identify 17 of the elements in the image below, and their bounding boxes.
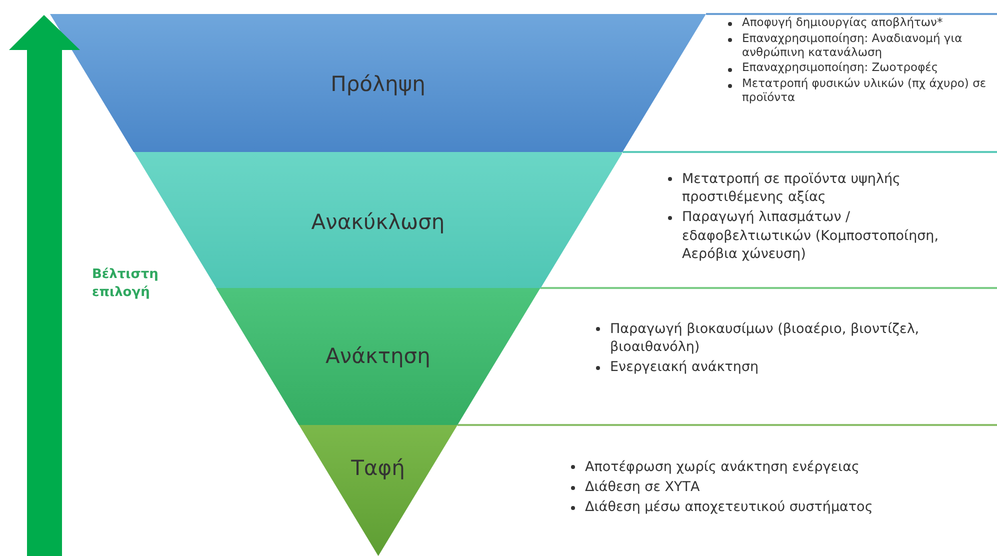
arrow-caption: Βέλτιστη επιλογή xyxy=(92,266,160,302)
level-title: Ανάκτηση xyxy=(326,344,430,368)
bullet-text: Παραγωγή λιπασμάτων / εδαφοβελτιωτικών (Κομποστοποίηση, Αερόβια χώνευση) xyxy=(682,209,939,262)
bullet-text: Αποφυγή δημιουργίας αποβλήτων* xyxy=(742,15,943,29)
bullet-text: Επαναχρησιμοποίηση: Ζωοτροφές xyxy=(742,60,938,74)
bullet-text: Μετατροπή σε προϊόντα υψηλής προστιθέμενης αξίας xyxy=(682,171,900,206)
bullet-text: Ενεργειακή ανάκτηση xyxy=(610,359,759,376)
bullet-text: Διάθεση σε ΧΥΤΑ xyxy=(585,479,700,496)
pyramid-level xyxy=(50,14,706,152)
bullet-text: Παραγωγή βιοκαυσίμων (βιοαέριο, βιοντίζελ, βιοαιθανόλη) xyxy=(610,321,920,356)
bullet-text: Αποτέφρωση χωρίς ανάκτηση ενέργειας xyxy=(585,459,860,475)
bullet-text: Μετατροπή φυσικών υλικών (πχ άχυρο) σε προϊόντα xyxy=(742,76,986,104)
bullet-text: Επαναχρησιμοποίηση: Αναδιανομή για ανθρώπινη κατανάλωση xyxy=(742,30,962,59)
level-title: Ταφή xyxy=(351,456,405,480)
level-title: Πρόληψη xyxy=(330,72,426,96)
bullet-text: Διάθεση μέσω αποχετευτικού συστήματος xyxy=(585,499,873,516)
level-title: Ανακύκλωση xyxy=(311,210,445,234)
